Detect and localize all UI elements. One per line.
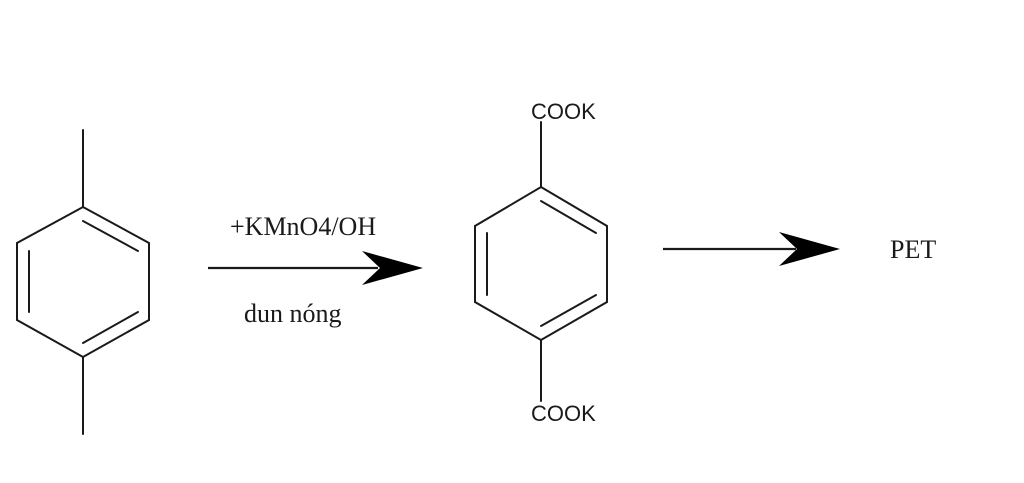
product-label: PET — [890, 235, 936, 264]
polymerization-arrow — [663, 232, 840, 266]
top-cook-group: COOK — [531, 99, 596, 124]
p-xylene-structure — [16, 129, 150, 435]
arrow-head — [362, 251, 423, 285]
benzene-ring — [16, 205, 150, 359]
arrow-head-2 — [779, 232, 840, 266]
ring-inner-double-bond-top-right — [82, 220, 139, 252]
ring-inner-double-bond-bottom-right — [82, 311, 139, 344]
potassium-terephthalate-structure — [474, 121, 608, 402]
reagent-label: +KMnO4/OH — [230, 212, 376, 241]
benzene-ring-product — [474, 185, 608, 342]
bottom-cook-group: COOK — [531, 401, 596, 426]
condition-label: dun nóng — [244, 299, 342, 328]
ring2-inner-double-bond-bottom-right — [540, 294, 597, 327]
oxidation-arrow — [208, 251, 423, 285]
ring2-inner-double-bond-top-right — [540, 200, 597, 234]
